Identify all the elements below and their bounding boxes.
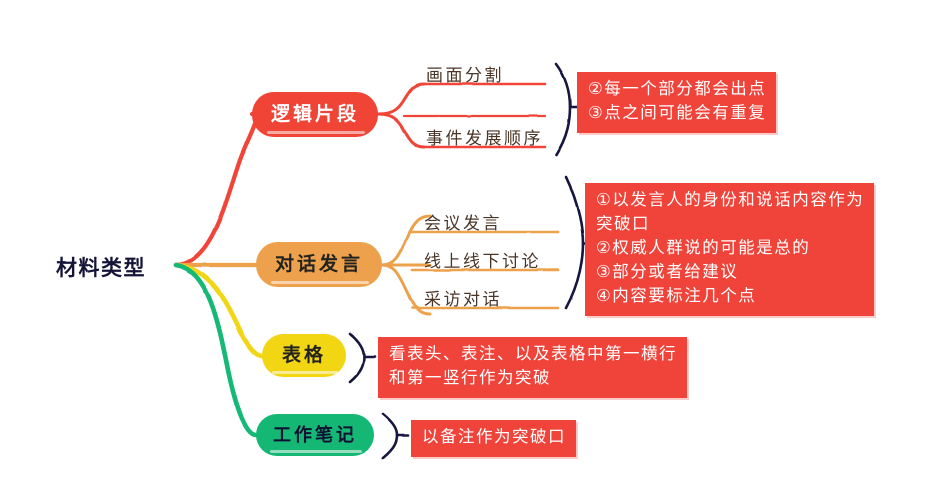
- bracket-logic: [554, 62, 572, 157]
- branch-node-table[interactable]: 表格: [262, 334, 346, 377]
- subfork-dialog-1: [380, 214, 432, 267]
- branch-node-dialog[interactable]: 对话发言: [256, 242, 382, 287]
- branch-curve-notes: [173, 262, 259, 438]
- callout-notes: 以备注作为突破口: [411, 420, 576, 457]
- branch-curve-table: [173, 262, 265, 359]
- subfork-dialog-3: [380, 263, 432, 316]
- sub-item-logic-1[interactable]: 画面分割: [426, 66, 504, 85]
- subfork-logic-2: [376, 112, 426, 149]
- branch-node-logic[interactable]: 逻辑片段: [252, 92, 378, 137]
- branch-node-table-label: 表格: [281, 345, 326, 366]
- bracket-notes: [381, 412, 399, 460]
- branch-node-notes[interactable]: 工作笔记: [256, 414, 374, 456]
- bracket-dialog: [564, 175, 585, 310]
- callout-dialog: ①以发言人的身份和说话内容作为 突破口 ②权威人群说的可能是总的 ③部分或者给建…: [585, 183, 875, 316]
- callout-logic: ②每一个部分都会出点 ③点之间可能会有重复: [577, 72, 777, 133]
- branch-curve-logic: [173, 111, 259, 268]
- sub-item-logic-2[interactable]: 事件发展顺序: [426, 129, 543, 148]
- root-node-label[interactable]: 材料类型: [56, 257, 146, 280]
- sub-item-dialog-3[interactable]: 采访对话: [424, 290, 502, 309]
- branch-node-dialog-label: 对话发言: [274, 254, 363, 275]
- sub-item-dialog-2[interactable]: 线上线下讨论: [424, 252, 541, 271]
- subfork-logic: [376, 82, 426, 116]
- branch-node-notes-label: 工作笔记: [273, 425, 357, 445]
- branch-node-logic-label: 逻辑片段: [270, 104, 359, 125]
- sub-item-dialog-1[interactable]: 会议发言: [424, 214, 502, 233]
- bracket-table: [348, 332, 366, 384]
- callout-table: 看表头、表注、以及表格中第一横行 和第一竖行作为突破: [378, 337, 687, 398]
